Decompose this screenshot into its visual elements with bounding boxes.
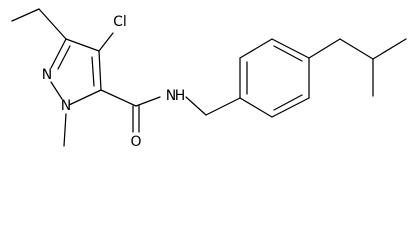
bond-n1-methyl [63,113,67,147]
atom-chlorine: Cl [113,14,127,30]
bond-carbonyl-n [135,96,161,107]
bond-n2-c3-inner [57,45,71,70]
bond-ar-ch2 [308,38,341,59]
bond-n-ch2 [185,96,207,116]
bond-ch2-ch [339,38,374,60]
label-layer: Cl N N O N H [42,14,186,150]
bond-layer [11,8,407,147]
bond-ar-5 [271,97,310,118]
atom-pyrazole-n2: N [42,67,52,83]
bond-c4-cl [98,32,114,52]
bond-ch-methyl-a [372,38,407,60]
bond-n1-n2 [50,81,63,100]
bond-c4-c5-inner [91,56,95,87]
atom-amide-hydrogen: H [175,88,186,104]
atom-amide-nitrogen: N [166,88,176,104]
bond-ar-2 [239,38,273,59]
bond-c4-c5 [98,50,102,91]
bond-ar-inner-2 [273,45,303,62]
bond-ethyl-ch3 [11,8,40,22]
chemical-structure: Cl N N O N H [11,8,407,150]
bond-c3-c4 [65,38,100,52]
bond-ar-3 [271,38,310,59]
bond-ethyl-ch2 [38,8,67,40]
bond-ar-inner-3 [273,94,303,111]
bond-n2-c3 [50,38,67,69]
bond-ar-6 [239,97,273,118]
bond-ch2-aryl [205,97,241,116]
bond-c5-n1 [68,89,102,106]
bond-c5-carbonyl [100,89,137,107]
atom-pyrazole-n1: N [61,98,71,114]
atom-carbonyl-oxygen: O [130,134,141,150]
